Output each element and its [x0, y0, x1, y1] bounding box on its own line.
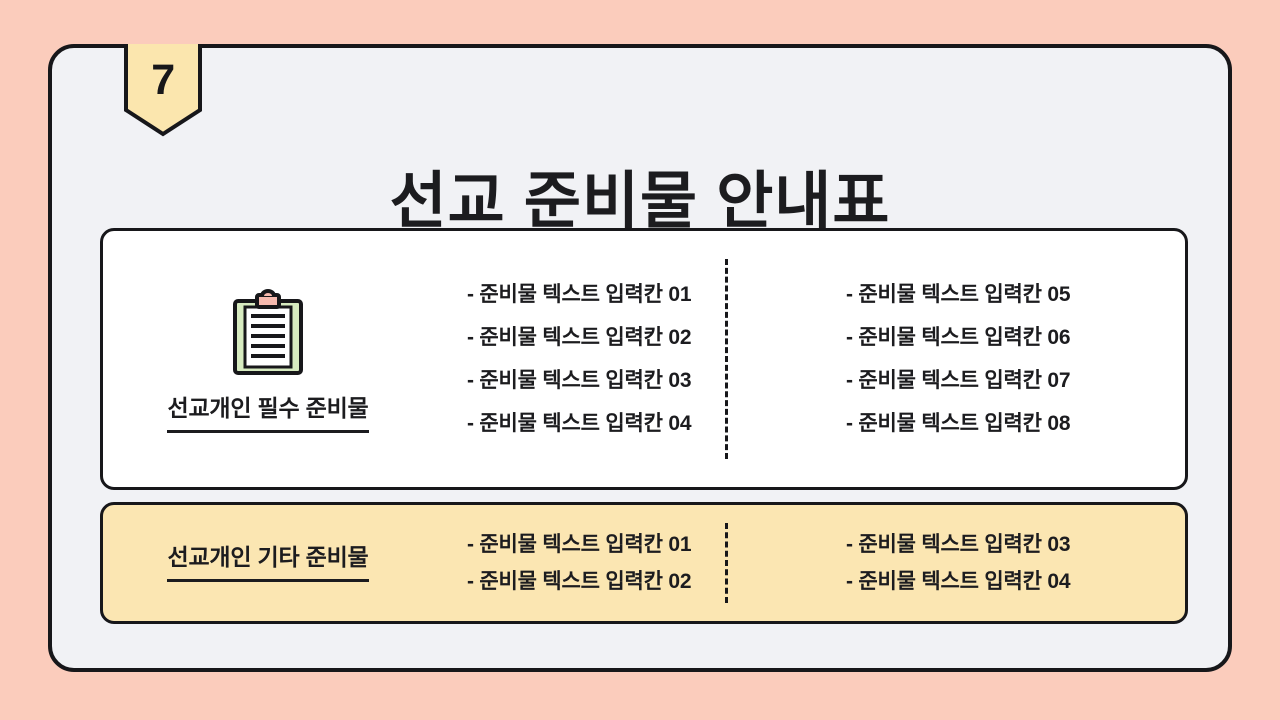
- column-divider: [725, 259, 728, 459]
- required-items-panel: 선교개인 필수 준비물 - 준비물 텍스트 입력칸 01 - 준비물 텍스트 입…: [100, 228, 1188, 490]
- required-items-column-left: - 준비물 텍스트 입력칸 01 - 준비물 텍스트 입력칸 02 - 준비물 …: [433, 231, 806, 487]
- list-item: - 준비물 텍스트 입력칸 01: [467, 283, 692, 306]
- list-item: - 준비물 텍스트 입력칸 03: [846, 533, 1071, 556]
- list-item: - 준비물 텍스트 입력칸 08: [846, 412, 1071, 435]
- column-divider: [725, 523, 728, 603]
- list-item: - 준비물 텍스트 입력칸 01: [467, 533, 692, 556]
- ribbon-number-tag: [124, 44, 202, 137]
- ribbon-number-label: 7: [151, 55, 175, 104]
- required-label-group: 선교개인 필수 준비물: [103, 285, 433, 433]
- other-items-columns: - 준비물 텍스트 입력칸 01 - 준비물 텍스트 입력칸 02 - 준비물 …: [433, 505, 1185, 621]
- other-items-column-right: - 준비물 텍스트 입력칸 03 - 준비물 텍스트 입력칸 04: [806, 505, 1185, 621]
- required-section-label: 선교개인 필수 준비물: [167, 395, 369, 433]
- list-item: - 준비물 텍스트 입력칸 04: [467, 412, 692, 435]
- list-item: - 준비물 텍스트 입력칸 05: [846, 283, 1071, 306]
- required-items-columns: - 준비물 텍스트 입력칸 01 - 준비물 텍스트 입력칸 02 - 준비물 …: [433, 231, 1185, 487]
- list-item: - 준비물 텍스트 입력칸 03: [467, 369, 692, 392]
- list-item: - 준비물 텍스트 입력칸 04: [846, 570, 1071, 593]
- required-items-column-right: - 준비물 텍스트 입력칸 05 - 준비물 텍스트 입력칸 06 - 준비물 …: [806, 231, 1185, 487]
- list-item: - 준비물 텍스트 입력칸 02: [467, 570, 692, 593]
- list-item: - 준비물 텍스트 입력칸 02: [467, 326, 692, 349]
- list-item: - 준비물 텍스트 입력칸 06: [846, 326, 1071, 349]
- slide-card: 7 선교 준비물 안내표: [48, 44, 1232, 672]
- other-items-panel: 선교개인 기타 준비물 - 준비물 텍스트 입력칸 01 - 준비물 텍스트 입…: [100, 502, 1188, 624]
- other-section-label: 선교개인 기타 준비물: [167, 544, 369, 582]
- other-label-group: 선교개인 기타 준비물: [103, 544, 433, 582]
- list-item: - 준비물 텍스트 입력칸 07: [846, 369, 1071, 392]
- other-items-column-left: - 준비물 텍스트 입력칸 01 - 준비물 텍스트 입력칸 02: [433, 505, 806, 621]
- page-title: 선교 준비물 안내표: [389, 166, 891, 236]
- clipboard-icon: [231, 289, 305, 377]
